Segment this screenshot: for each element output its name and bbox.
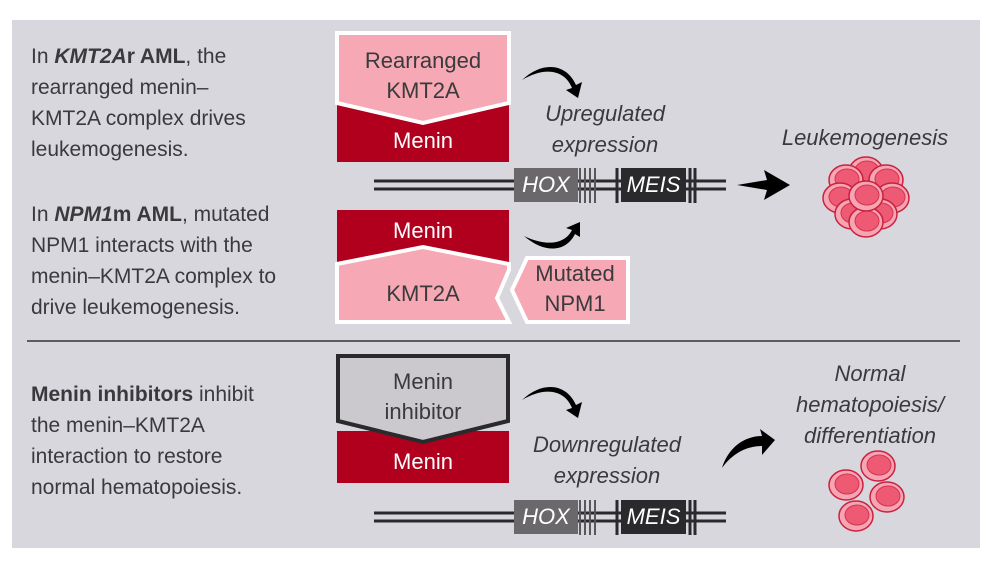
- section-divider: [27, 340, 960, 342]
- curved-arrow-icon: [722, 429, 775, 468]
- hox-gene-box: [514, 168, 578, 202]
- curved-arrow-icon: [524, 222, 580, 249]
- normal-hematopoiesis-label: Normal hematopoiesis/ differentiation: [796, 361, 944, 448]
- curved-arrow-icon: [522, 66, 582, 98]
- upregulated-expression-label: Upregulated expression: [545, 101, 665, 157]
- straight-arrow-icon: [737, 170, 790, 200]
- mutated-npm1-box: [509, 256, 630, 324]
- kmt2ar-description: In KMT2Ar AML, the rearranged menin– KMT…: [31, 45, 246, 161]
- rearranged-kmt2a-box: [335, 31, 511, 126]
- inhibitor-complex: [336, 354, 510, 483]
- meis-gene-box-lower: [621, 500, 686, 534]
- hox-gene-label: HOX: [522, 172, 570, 197]
- lower-gene-track: [374, 500, 726, 535]
- menin-label-2: Menin: [393, 218, 453, 243]
- leukemic-cell-cluster-icon: [822, 156, 910, 238]
- inhibitor-description: Menin inhibitors inhibit the menin–KMT2A…: [31, 383, 254, 499]
- curved-arrow-icon: [522, 386, 582, 418]
- kmt2a-box: [335, 244, 513, 324]
- mutated-npm1-label: Mutated NPM1: [535, 261, 615, 316]
- npm1m-description: In NPM1m AML, mutated NPM1 interacts wit…: [31, 203, 277, 319]
- meis-gene-box: [621, 168, 686, 202]
- meis-gene-label: MEIS: [626, 172, 681, 197]
- hox-gene-label-lower: HOX: [522, 504, 570, 529]
- rearranged-kmt2a-label: Rearranged KMT2A: [364, 48, 482, 103]
- hox-gene-box-lower: [514, 500, 578, 534]
- kmt2a-rearranged-complex: [335, 31, 511, 162]
- menin-inhibitor-box: [336, 354, 510, 445]
- upper-gene-track: [374, 168, 726, 203]
- npm1m-complex: [335, 210, 630, 324]
- kmt2a-label: KMT2A: [386, 281, 460, 306]
- menin-inhibitor-label: Menin inhibitor: [384, 369, 462, 424]
- downregulated-expression-label: Downregulated expression: [533, 432, 681, 488]
- menin-label-1: Menin: [393, 128, 453, 153]
- normal-cells-icon: [828, 450, 905, 532]
- leukemogenesis-label: Leukemogenesis: [781, 125, 949, 150]
- meis-gene-label-lower: MEIS: [626, 504, 681, 529]
- menin-label-3: Menin: [393, 449, 453, 474]
